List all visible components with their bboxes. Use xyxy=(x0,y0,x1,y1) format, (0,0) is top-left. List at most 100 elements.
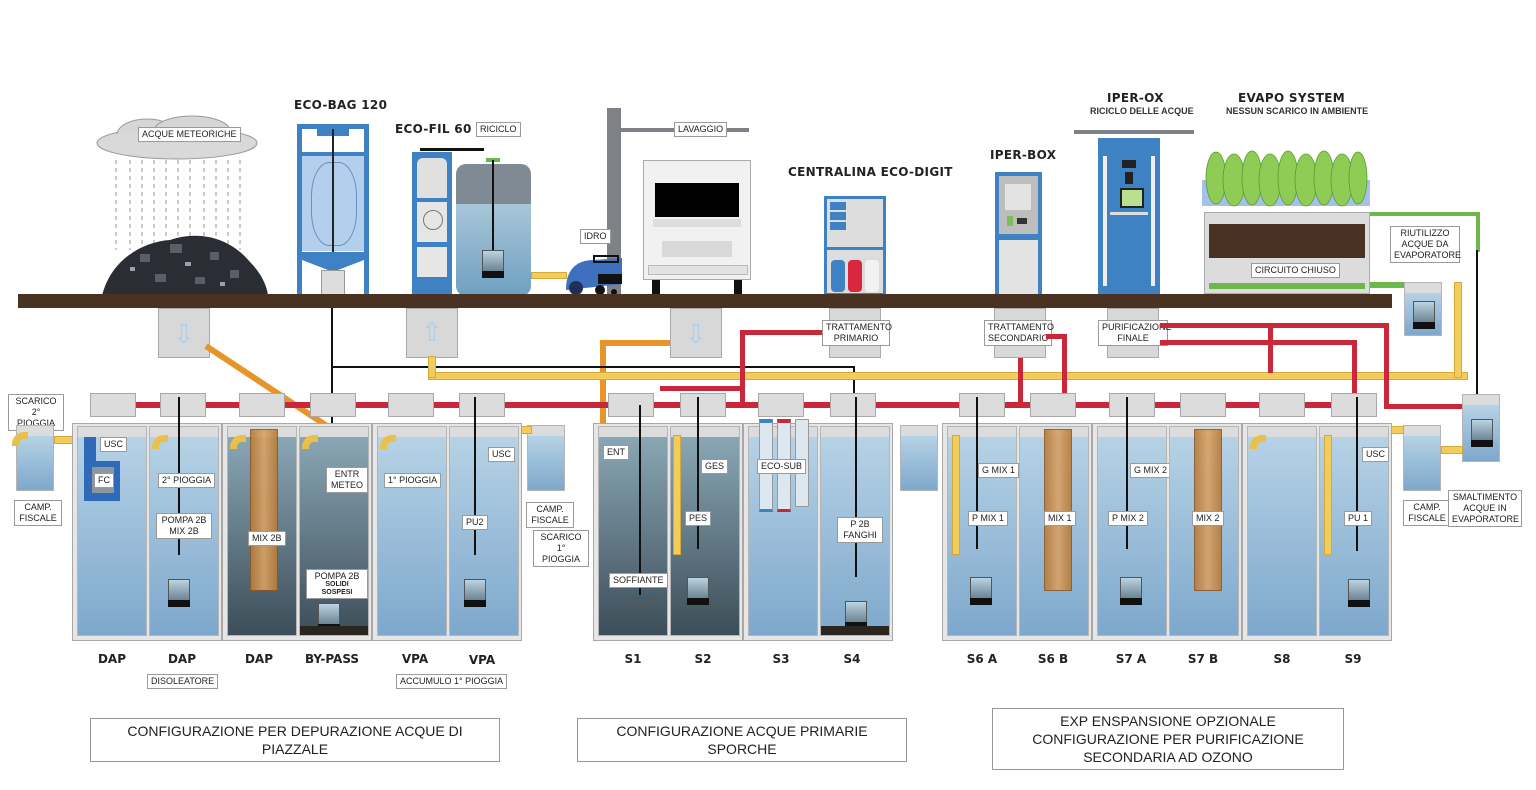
tank-s4: P 2B FANGHI xyxy=(820,397,890,636)
tank-s6b: MIX 1 xyxy=(1019,426,1089,636)
red-secondario-h xyxy=(1046,334,1066,339)
centralina-title: CENTRALINA ECO-DIGIT xyxy=(788,165,953,179)
pompa-2b-mix-label: POMPA 2B MIX 2B xyxy=(156,513,212,539)
red-purif-out-top xyxy=(1160,323,1386,328)
manhole xyxy=(1180,393,1226,417)
pu2-label: PU2 xyxy=(462,515,488,530)
tank-group-s7: G MIX 2 P MIX 2 MIX 2 xyxy=(1092,397,1242,641)
rain-lines xyxy=(115,160,241,250)
manhole xyxy=(959,393,1005,417)
acque-meteoriche-label: ACQUE METEORICHE xyxy=(138,127,241,142)
tank-s8 xyxy=(1247,426,1317,636)
section-label-s3: S3 xyxy=(772,652,790,666)
pump xyxy=(318,603,340,631)
usc-label-2: USC xyxy=(488,447,516,462)
usc-label: USC xyxy=(100,437,128,452)
section-label-dap-1: DAP xyxy=(97,652,127,666)
scarico-1-pioggia-label: SCARICO 1° PIOGGIA xyxy=(533,530,589,567)
tank-s6a: G MIX 1 P MIX 1 xyxy=(947,397,1020,636)
yellow-reuse-riser xyxy=(1454,282,1462,378)
elbow-pipe xyxy=(230,435,246,449)
section-label-bypass: BY-PASS xyxy=(304,652,360,666)
g-mix-1-label: G MIX 1 xyxy=(978,463,1020,478)
yellow-stub xyxy=(1390,426,1404,434)
pompa-2b-solidi-label: POMPA 2B SOLIDI SOSPESI xyxy=(306,569,368,599)
red-primario-h xyxy=(740,330,822,335)
tank-group-vpa: 1° PIOGGIA USC PU2 xyxy=(372,397,522,641)
evapo-return-pipe-v xyxy=(1476,212,1480,252)
red-mid-drop xyxy=(1268,323,1273,373)
tank-group-s1-s2: ENT SOFFIANTE GES PES xyxy=(593,397,743,641)
pompa-2b-title: POMPA 2B xyxy=(314,571,360,581)
rain-cloud: ACQUE METEORICHE xyxy=(92,115,262,161)
config-ozono: EXP ENSPANSIONE OPZIONALE CONFIGURAZIONE… xyxy=(992,708,1344,770)
tank-s3: ECO-SUB xyxy=(748,419,818,636)
pump xyxy=(168,579,190,607)
arrow-down-icon: ⇩ xyxy=(173,319,195,349)
manhole xyxy=(758,393,804,417)
eco-sub-label: ECO-SUB xyxy=(757,459,807,474)
black-s4-drop xyxy=(853,366,855,406)
mixer-column xyxy=(1044,429,1072,591)
tank-bypass: ENTR METEO POMPA 2B SOLIDI SOSPESI xyxy=(299,426,369,636)
ent-label: ENT xyxy=(603,445,629,460)
red-to-evaporator xyxy=(1384,404,1464,409)
section-label-s1: S1 xyxy=(624,652,642,666)
debris-pile xyxy=(102,235,268,296)
disoleatore-tag: DISOLEATORE xyxy=(147,674,219,689)
pu1-label: PU 1 xyxy=(1344,511,1373,526)
fc-label: FC xyxy=(94,473,114,488)
pump xyxy=(687,577,709,605)
section-label-s7a: S7 A xyxy=(1115,652,1147,666)
manhole xyxy=(1030,393,1076,417)
manhole xyxy=(160,393,206,417)
elbow-pipe xyxy=(1250,435,1266,449)
tank-dap-3: MIX 2B xyxy=(227,426,297,636)
red-secondario-drop xyxy=(1018,358,1023,406)
section-label-s6b: S6 B xyxy=(1037,652,1069,666)
camp-fiscale-tank-right xyxy=(1403,425,1441,491)
eco-fil-filter xyxy=(412,152,452,296)
section-label-dap-2: DAP xyxy=(167,652,197,666)
tank-dap-1: FC USC xyxy=(77,426,147,636)
section-label-s2: S2 xyxy=(694,652,712,666)
riser-wash-down: ⇩ xyxy=(670,308,722,358)
red-secondario-v xyxy=(1062,334,1067,406)
camp-fiscale-tank-mid xyxy=(527,425,565,491)
section-label-s6a: S6 A xyxy=(966,652,998,666)
tank-s7b: MIX 2 xyxy=(1169,426,1239,636)
tank-s2: GES PES xyxy=(670,397,740,636)
elbow-pipe xyxy=(380,435,396,449)
idro-feed-pipe xyxy=(531,272,567,279)
section-label-s7b: S7 B xyxy=(1187,652,1219,666)
scarico-2-pioggia-label: SCARICO 2° PIOGGIA xyxy=(8,394,64,431)
smaltimento-tank xyxy=(1462,394,1500,462)
evapo-outflow-pipe xyxy=(1370,282,1408,288)
entr-meteo-label: ENTR METEO xyxy=(326,467,368,493)
evapo-return-pipe-h xyxy=(1370,212,1480,216)
eco-bag-unit xyxy=(297,124,369,296)
smaltimento-label: SMALTIMENTO ACQUE IN EVAPORATORE xyxy=(1448,490,1522,527)
prima-pioggia-label: 1° PIOGGIA xyxy=(384,473,442,488)
idro-label: IDRO xyxy=(580,229,611,244)
mix-1-label: MIX 1 xyxy=(1044,511,1076,526)
mixer-column xyxy=(1194,429,1222,591)
elbow-pipe xyxy=(12,432,28,446)
smaltimento-pump xyxy=(1471,419,1493,447)
manhole xyxy=(388,393,434,417)
pump xyxy=(1348,579,1370,607)
section-label-s8: S8 xyxy=(1273,652,1291,666)
iper-box-cabinet xyxy=(995,172,1042,296)
p2b-fanghi-label: P 2B FANGHI xyxy=(837,517,883,543)
arrow-down-icon: ⇩ xyxy=(685,319,707,349)
eco-fil-pump xyxy=(482,250,504,278)
red-main-pipe xyxy=(112,402,1362,408)
usc-label-3: USC xyxy=(1362,447,1390,462)
config-primarie: CONFIGURAZIONE ACQUE PRIMARIE SPORCHE xyxy=(577,718,907,762)
filter-link-pipe xyxy=(420,148,484,151)
mix-2b-label: MIX 2B xyxy=(248,531,286,546)
evapo-title: EVAPO SYSTEM xyxy=(1238,91,1346,105)
evapo-basin: CIRCUITO CHIUSO xyxy=(1204,212,1370,294)
diffuser xyxy=(627,597,655,607)
tank-group-s3-s4: ECO-SUB P 2B FANGHI xyxy=(743,397,893,641)
